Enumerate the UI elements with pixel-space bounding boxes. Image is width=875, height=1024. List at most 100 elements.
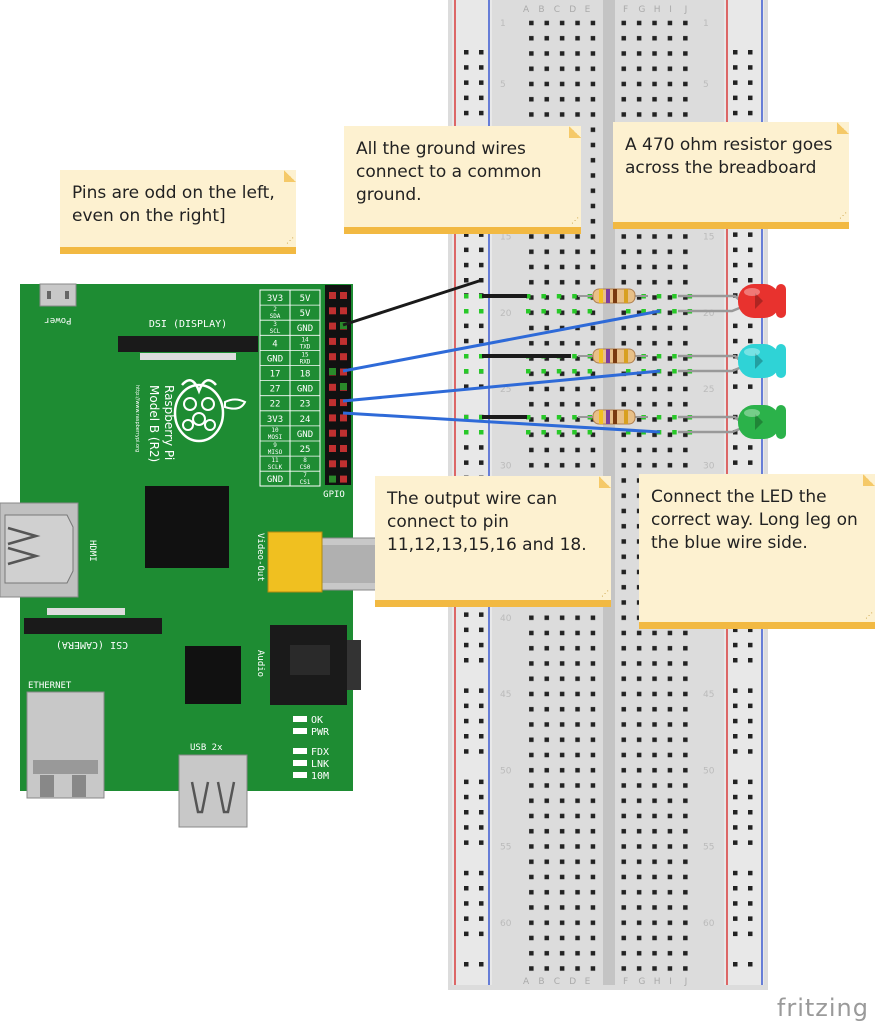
column-letter: I [669, 977, 672, 987]
gpio-left-label: 22 [270, 400, 281, 410]
row-number: 25 [500, 385, 511, 395]
gpio-header [325, 285, 351, 485]
gpio-left-label: SCL [270, 328, 281, 335]
video-out-label: Video-Out [255, 533, 265, 582]
note-resize-icon: ⋰ [286, 236, 294, 245]
resistor-470-ohm [578, 288, 648, 304]
gpio-right-label: CS1 [300, 479, 311, 486]
note-resize-icon: ⋰ [601, 589, 609, 598]
gpio-right-label: 23 [300, 400, 311, 410]
row-number: 1 [703, 19, 709, 29]
row-number: 50 [703, 766, 715, 776]
column-letter: I [669, 5, 672, 15]
column-letter: C [554, 977, 560, 987]
power-label: Power [44, 315, 72, 325]
gpio-right-number: 8 [303, 457, 307, 464]
note-resize-icon: ⋰ [571, 216, 579, 225]
raspberry-pi-board: Power DSI (DISPLAY) Raspberry Pi Model B… [0, 283, 383, 828]
row-number: 20 [703, 309, 715, 319]
gpio-label: GPIO [323, 490, 345, 500]
note-resistor-text: A 470 ohm resistor goes across the bread… [625, 135, 833, 178]
gpio-right-number: 14 [301, 336, 309, 343]
gpio-left-label: 4 [272, 339, 277, 349]
gpio-right-number: 15 [301, 351, 309, 358]
column-letter: E [585, 977, 591, 987]
power-connector [39, 283, 77, 307]
row-number: 45 [703, 690, 714, 700]
wires [342, 278, 661, 434]
row-number: 15 [500, 233, 511, 243]
column-letter: H [654, 5, 661, 15]
video-out-jack [267, 531, 383, 593]
column-letter: J [684, 5, 688, 15]
ethernet-port [26, 691, 105, 799]
column-letter: G [638, 5, 645, 15]
raspberry-logo-icon [173, 378, 247, 443]
column-letter: B [538, 5, 544, 15]
pi-brand-line2: Model B (R2) [147, 385, 161, 462]
led-green [678, 405, 786, 439]
gpio-left-label: GND [267, 354, 283, 364]
usb-port [178, 754, 248, 828]
row-number: 55 [703, 843, 714, 853]
gpio-right-label: RXD [300, 358, 311, 365]
gpio-right-label: 18 [300, 370, 311, 380]
row-number: 60 [500, 919, 512, 929]
column-letter: F [623, 5, 628, 15]
gpio-left-label: MOSI [268, 434, 283, 441]
note-led-text: Connect the LED the correct way. Long le… [651, 487, 858, 553]
gpio-right-label: 25 [300, 445, 311, 455]
note-resize-icon: ⋰ [865, 611, 873, 620]
dsi-connector [118, 336, 258, 352]
csi-label: CSI (CAMERA) [56, 639, 128, 650]
gpio-left-label: 3V3 [267, 294, 283, 304]
gpio-right-label: GND [297, 385, 313, 395]
usb-controller-chip [185, 646, 241, 704]
note-pins: Pins are odd on the left, even on the ri… [60, 170, 296, 254]
status-led-label: PWR [311, 727, 330, 738]
ground-wire [342, 278, 483, 327]
row-number: 40 [500, 614, 512, 624]
gpio-right-label: TXD [300, 343, 311, 350]
gpio-left-number: 10 [271, 427, 279, 434]
note-resize-icon: ⋰ [839, 211, 847, 220]
pi-brand-line1: Raspberry Pi [162, 385, 176, 460]
note-ground-text: All the ground wires connect to a common… [356, 139, 542, 205]
gpio-left-label: SCLK [268, 464, 283, 471]
row-number: 5 [703, 80, 709, 90]
row-number: 25 [703, 385, 714, 395]
gpio-left-label: 27 [270, 385, 281, 395]
output-wire-23 [342, 369, 661, 403]
column-letter: G [638, 977, 645, 987]
row-number: 5 [500, 80, 506, 90]
column-letter: D [569, 5, 576, 15]
csi-connector [24, 618, 162, 634]
note-output-wire: The output wire can connect to pin 11,12… [375, 476, 611, 607]
gpio-left-number: 3 [273, 321, 277, 328]
column-letter: F [623, 977, 628, 987]
gpio-right-label: 24 [300, 415, 311, 425]
resistors [578, 288, 648, 425]
row-number: 30 [500, 461, 512, 471]
column-letter: B [538, 977, 544, 987]
resistor-470-ohm [578, 409, 648, 425]
row-number: 50 [500, 766, 512, 776]
row-number: 1 [500, 19, 506, 29]
led-cyan [678, 344, 786, 378]
gpio-left-label: MISO [268, 449, 283, 456]
hdmi-port [0, 502, 79, 598]
column-letter: A [523, 977, 530, 987]
row-number: 15 [703, 233, 714, 243]
leds [678, 284, 786, 439]
status-led-label: LNK [311, 759, 329, 770]
gpio-right-label: GND [297, 324, 313, 334]
fritzing-watermark: fritzing [776, 994, 869, 1022]
column-letter: D [569, 977, 576, 987]
row-number: 55 [500, 843, 511, 853]
gpio-pins [329, 292, 347, 483]
column-letter: H [654, 977, 661, 987]
gpio-left-number: 9 [273, 442, 277, 449]
gpio-left-label: SDA [270, 313, 281, 320]
